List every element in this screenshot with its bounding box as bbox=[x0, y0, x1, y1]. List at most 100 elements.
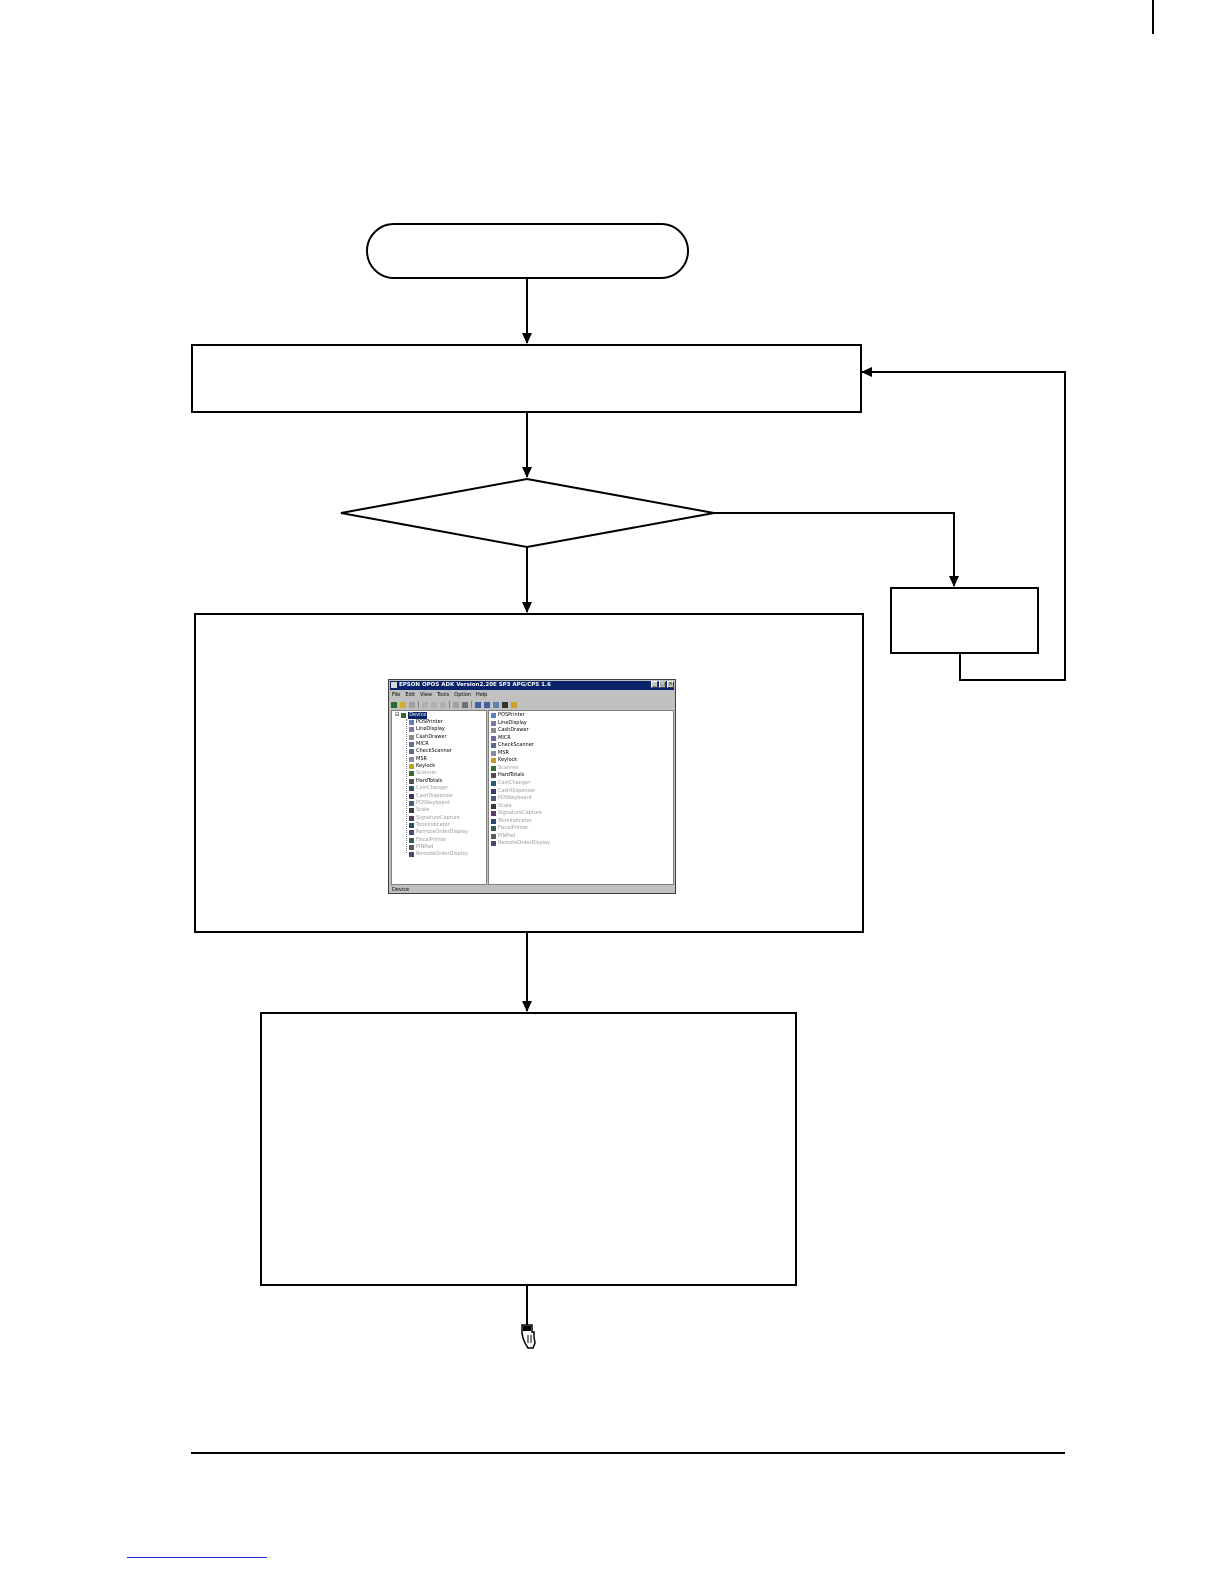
list-item[interactable]: SignatureCapture bbox=[491, 810, 542, 817]
device-icon bbox=[491, 796, 496, 802]
list-item[interactable]: Scanner bbox=[491, 765, 518, 772]
paste-icon[interactable] bbox=[440, 701, 446, 708]
tree-item[interactable]: CoinChanger bbox=[409, 785, 448, 792]
tree-item[interactable]: POSKeyboard bbox=[409, 800, 450, 807]
tree-item[interactable]: HardTotals bbox=[409, 778, 442, 785]
tree-item-label: Scale bbox=[416, 807, 430, 814]
list-item[interactable]: HardTotals bbox=[491, 772, 524, 779]
device-icon bbox=[491, 773, 496, 779]
tree-item[interactable]: RemoteOrderDisplay bbox=[409, 829, 468, 836]
device-icon bbox=[491, 841, 496, 847]
minimize-button[interactable]: _ bbox=[651, 681, 658, 688]
device-icon bbox=[409, 771, 414, 777]
details-view-icon[interactable] bbox=[502, 701, 508, 708]
list-item[interactable]: CheckScanner bbox=[491, 742, 534, 749]
list-item[interactable]: MSR bbox=[491, 750, 509, 757]
arrow-loop-back-to-step1 bbox=[861, 367, 1066, 681]
tree-item[interactable]: ToneIndicator bbox=[409, 822, 450, 829]
list-item[interactable]: MICR bbox=[491, 735, 511, 742]
tree-item[interactable]: MICR bbox=[409, 741, 429, 748]
tree-item-label: CashDrawer bbox=[416, 733, 447, 740]
footer-rule bbox=[191, 1452, 1065, 1454]
delete-icon[interactable] bbox=[409, 701, 415, 708]
menu-file[interactable]: File bbox=[392, 692, 401, 698]
device-icon bbox=[491, 758, 496, 764]
list-item[interactable]: POSPrinter bbox=[491, 712, 525, 719]
tree-item[interactable]: RemoteOrderDisplay bbox=[409, 851, 468, 858]
list-item-label: CheckScanner bbox=[498, 742, 534, 749]
list-item-label: Scanner bbox=[498, 764, 519, 771]
list-item[interactable]: RemoteOrderDisplay bbox=[491, 840, 550, 847]
menu-help[interactable]: Help bbox=[475, 692, 488, 698]
menu-edit[interactable]: Edit bbox=[405, 692, 416, 698]
menu-tools[interactable]: Tools bbox=[436, 692, 450, 698]
page-link-underline[interactable] bbox=[127, 1557, 267, 1558]
tree-item-label: PINPad bbox=[416, 843, 434, 850]
list-item-label: POSPrinter bbox=[498, 712, 525, 718]
tree-item[interactable]: FiscalPrinter bbox=[409, 837, 446, 844]
list-item[interactable]: FiscalPrinter bbox=[491, 825, 528, 832]
tree-item-label: CoinChanger bbox=[416, 785, 449, 792]
add-device-icon[interactable] bbox=[391, 701, 397, 708]
list-item-label: POSKeyboard bbox=[498, 795, 532, 802]
health-check-icon[interactable] bbox=[462, 701, 468, 708]
device-icon bbox=[491, 713, 496, 718]
tree-item[interactable]: POSPrinter bbox=[409, 719, 443, 726]
tree-item-label: SignatureCapture bbox=[416, 814, 461, 821]
device-icon bbox=[491, 743, 496, 749]
close-button[interactable]: × bbox=[667, 681, 674, 688]
tree-item[interactable]: SignatureCapture bbox=[409, 815, 460, 822]
tree-item-label: LineDisplay bbox=[416, 726, 445, 733]
list-item[interactable]: Scale bbox=[491, 803, 511, 810]
process-step-1 bbox=[191, 344, 862, 413]
device-folder-icon bbox=[401, 713, 407, 718]
edit-icon[interactable] bbox=[400, 701, 406, 708]
list-item[interactable]: Keylock bbox=[491, 757, 517, 764]
list-item-label: Keylock bbox=[498, 757, 518, 764]
status-bar: Device bbox=[392, 887, 410, 893]
maximize-button[interactable]: □ bbox=[659, 681, 666, 688]
list-item[interactable]: POSKeyboard bbox=[491, 795, 532, 802]
device-icon bbox=[491, 826, 496, 832]
tree-item-label: MICR bbox=[416, 741, 429, 748]
tree-item-label: MSR bbox=[416, 755, 427, 762]
tree-item[interactable]: Keylock bbox=[409, 763, 435, 770]
arrow-decision-to-side-box bbox=[714, 512, 959, 587]
device-icon bbox=[409, 742, 414, 748]
small-icons-view-icon[interactable] bbox=[484, 701, 490, 708]
tree-item[interactable]: Scanner bbox=[409, 770, 436, 777]
app-icon bbox=[391, 681, 397, 688]
list-item[interactable]: CoinChanger bbox=[491, 780, 530, 787]
tree-item[interactable]: Scale bbox=[409, 807, 429, 814]
menu-view[interactable]: View bbox=[420, 692, 432, 698]
tree-item-label: Scanner bbox=[416, 770, 437, 777]
device-icon bbox=[409, 764, 414, 770]
tree-root-label: Device bbox=[408, 712, 428, 719]
menu-option[interactable]: Option bbox=[454, 692, 471, 698]
list-item[interactable]: PINPad bbox=[491, 833, 515, 840]
tree-item[interactable]: CashDrawer bbox=[409, 734, 447, 741]
cut-icon[interactable] bbox=[422, 701, 428, 708]
list-item[interactable]: ToneIndicator bbox=[491, 818, 532, 825]
tree-item[interactable]: MSR bbox=[409, 756, 427, 763]
list-item[interactable]: CashDispenser bbox=[491, 788, 535, 795]
tree-item[interactable]: PINPad bbox=[409, 844, 433, 851]
tree-expand-icon[interactable]: ⊟ bbox=[395, 712, 400, 718]
copy-icon[interactable] bbox=[431, 701, 437, 708]
properties-icon[interactable] bbox=[453, 701, 459, 708]
tree-item-label: CheckScanner bbox=[416, 748, 452, 755]
device-icon bbox=[491, 750, 496, 756]
large-icons-view-icon[interactable] bbox=[475, 701, 481, 708]
help-icon[interactable] bbox=[511, 701, 517, 708]
list-view-icon[interactable] bbox=[493, 701, 499, 708]
tree-root-device[interactable]: ⊟ Device bbox=[395, 712, 428, 719]
tree-item[interactable]: CheckScanner bbox=[409, 748, 452, 755]
list-item[interactable]: CashDrawer bbox=[491, 727, 529, 734]
tree-item[interactable]: LineDisplay bbox=[409, 726, 445, 733]
device-icon bbox=[491, 803, 496, 809]
list-item-label: Scale bbox=[498, 802, 512, 809]
list-item[interactable]: LineDisplay bbox=[491, 720, 527, 727]
tree-item[interactable]: CashDispenser bbox=[409, 793, 453, 800]
